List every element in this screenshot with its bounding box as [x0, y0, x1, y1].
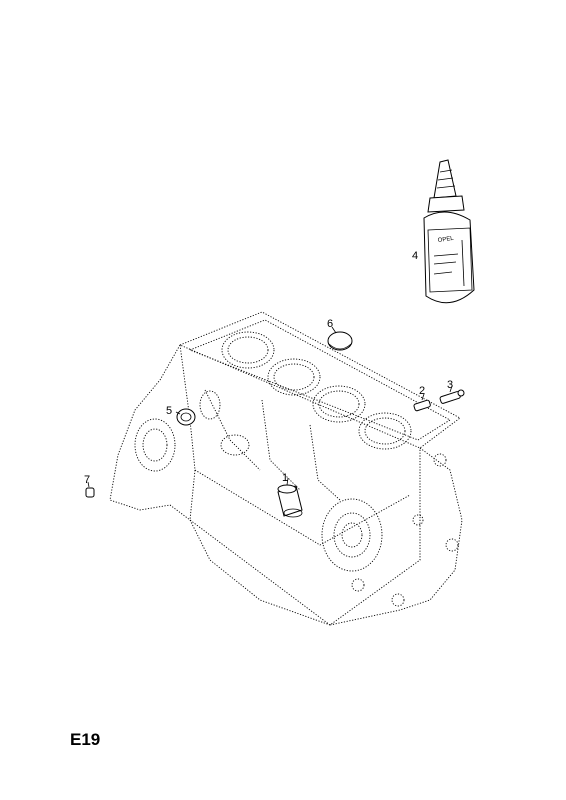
callout-4: 4 — [412, 250, 418, 262]
page-code: E19 — [70, 730, 101, 749]
part-3-screw-plug — [439, 385, 465, 404]
bottle-label-brand: OPEL — [437, 236, 454, 244]
callout-5: 5 — [166, 405, 172, 417]
part-1-sleeve — [277, 477, 303, 518]
callout-2: 2 — [419, 385, 425, 397]
part-4-sealant-bottle: OPEL — [423, 159, 475, 304]
part-6-expansion-plug — [327, 326, 353, 351]
part-2-plug — [413, 393, 431, 412]
callout-3: 3 — [447, 379, 453, 391]
callout-7: 7 — [84, 474, 90, 486]
engine-block — [109, 311, 463, 626]
callout-6: 6 — [327, 318, 333, 330]
callout-1: 1 — [282, 472, 288, 484]
part-5-seal-ring — [175, 408, 196, 426]
part-7-pin — [85, 481, 95, 498]
